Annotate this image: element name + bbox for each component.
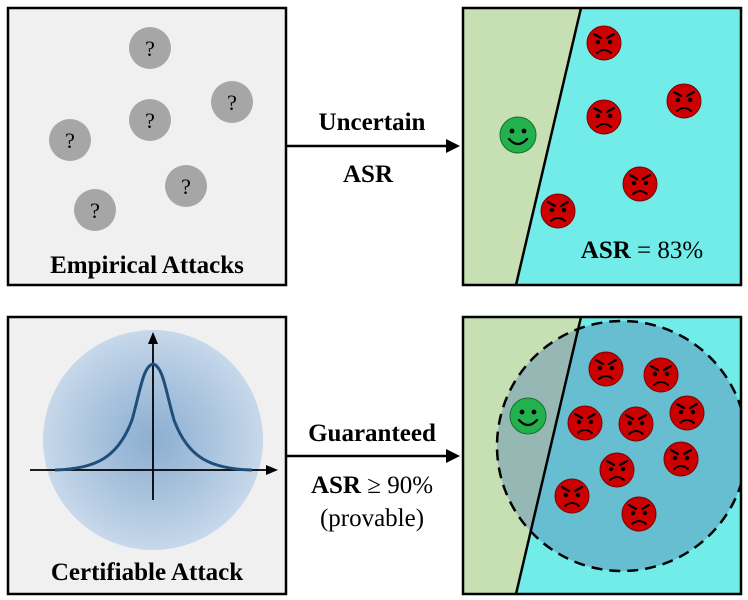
angry-face-icon [662, 440, 700, 478]
gaussian-curve [54, 362, 253, 472]
angry-face-icon [668, 394, 706, 432]
adversarial-region [516, 317, 741, 594]
angry-face-icon [621, 165, 659, 203]
svg-text:?: ? [145, 108, 155, 133]
svg-text:?: ? [145, 36, 155, 61]
certifiable-attack-panel: Certifiable Attack [6, 315, 288, 596]
smiley-face-icon [508, 396, 548, 436]
certified-result-panel [461, 315, 743, 596]
angry-face-icon [585, 98, 623, 136]
question-mark-circle-icon: ? [165, 165, 207, 207]
question-mark-circle-icon: ? [74, 189, 116, 231]
svg-text:?: ? [227, 90, 237, 115]
guaranteed-asr-arrow: Guaranteed ASR ≥ 90% (provable) [287, 420, 460, 532]
uncertain-asr-arrow: Uncertain ASR [287, 109, 460, 188]
angry-face-icon [539, 192, 577, 230]
question-mark-circle-icon: ? [129, 27, 171, 69]
svg-text:?: ? [90, 198, 100, 223]
empirical-attacks-caption: Empirical Attacks [50, 252, 244, 279]
smiley-face-icon [498, 115, 538, 155]
angry-face-icon [553, 477, 591, 515]
angry-face-icon [620, 495, 658, 533]
certifiable-attack-caption: Certifiable Attack [51, 559, 243, 586]
angry-face-icon [587, 350, 625, 388]
question-mark-circle-icon: ? [49, 119, 91, 161]
svg-text:?: ? [181, 174, 191, 199]
asr-result-label: ASR = 83% [581, 237, 703, 264]
arrow-label-provable: (provable) [320, 505, 424, 532]
question-mark-circle-icon: ? [211, 81, 253, 123]
arrow-label-guaranteed: Guaranteed [308, 420, 436, 447]
certified-ball [497, 321, 741, 571]
angry-face-icon [665, 82, 703, 120]
empirical-attacks-panel: ? ? ? ? ? ? Empirical Attacks [6, 6, 288, 287]
arrow-label-uncertain: Uncertain [319, 109, 426, 136]
angry-face-icon [566, 404, 604, 442]
angry-face-icon [585, 24, 623, 62]
angry-face-icon [617, 405, 655, 443]
svg-text:?: ? [65, 128, 75, 153]
arrow-label-asr-bound: ASR ≥ 90% [311, 472, 433, 499]
angry-face-icon [598, 451, 636, 489]
question-mark-circle-icon: ? [129, 99, 171, 141]
arrow-label-asr: ASR [343, 161, 394, 188]
empirical-result-panel: ASR = 83% [461, 6, 743, 287]
angry-face-icon [642, 356, 680, 394]
